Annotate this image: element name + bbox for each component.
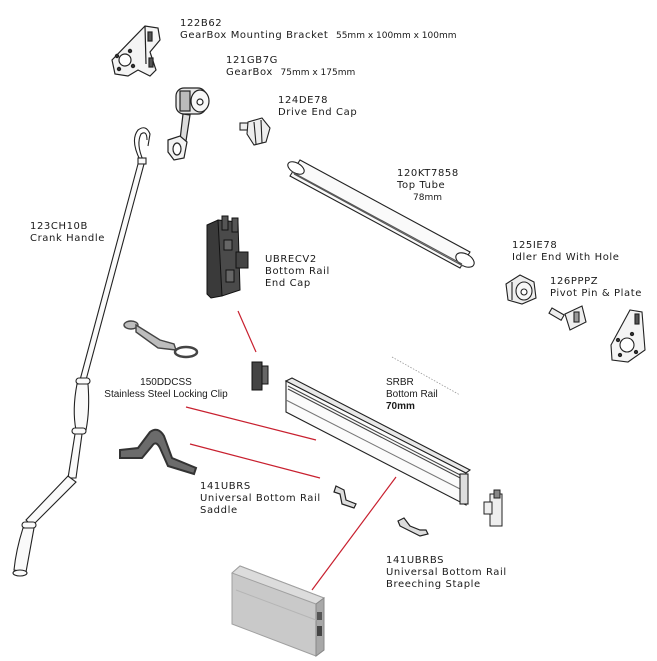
drive-end-cap-image <box>239 117 271 146</box>
idler-end-image <box>505 274 537 305</box>
label-126PPPZ: 126PPPZ Pivot Pin & Plate <box>550 276 642 300</box>
part-name: Drive End Cap <box>278 107 358 118</box>
gearbox-mounting-bracket-image <box>111 25 161 77</box>
rail-end-bracket-left-image <box>251 361 269 391</box>
bottom-rail-end-cap-image <box>206 215 249 299</box>
part-name: Universal Bottom Rail <box>386 567 507 578</box>
part-name-2: End Cap <box>265 278 311 289</box>
part-name-2: Saddle <box>200 505 238 516</box>
part-code: 125IE78 <box>512 240 558 251</box>
label-150DDCSS: 150DDCSS Stainless Steel Locking Clip <box>103 377 229 401</box>
label-124DE78: 124DE78 Drive End Cap <box>278 95 357 119</box>
label-122B62: 122B62 GearBox Mounting Bracket 55mm x 1… <box>180 18 456 42</box>
label-141UBRBS: 141UBRBS Universal Bottom Rail Breeching… <box>386 555 507 591</box>
part-name-2: Breeching Staple <box>386 579 481 590</box>
part-code: 141UBRBS <box>386 555 445 566</box>
label-141UBRS: 141UBRS Universal Bottom Rail Saddle <box>200 481 321 517</box>
srbr-leader-line <box>391 356 461 396</box>
part-code: 126PPPZ <box>550 276 599 287</box>
part-code: 122B62 <box>180 18 223 29</box>
label-123CH10B: 123CH10B Crank Handle <box>30 221 105 245</box>
label-125IE78: 125IE78 Idler End With Hole <box>512 240 620 264</box>
saddle-image <box>119 428 198 476</box>
rail-section-image <box>231 565 326 657</box>
part-code: 123CH10B <box>30 221 88 232</box>
part-code: 124DE78 <box>278 95 329 106</box>
part-name: Stainless Steel Locking Clip <box>104 389 228 400</box>
part-dims: 70mm <box>386 401 415 412</box>
part-name: GearBox Mounting Bracket 55mm x 100mm x … <box>180 30 457 41</box>
crank-handle-image <box>12 127 151 577</box>
part-name: Crank Handle <box>30 233 105 244</box>
label-121GB7G: 121GB7G GearBox 75mm x 175mm <box>226 55 355 79</box>
connector-endcap-to-bracket <box>237 310 257 353</box>
part-name: Top Tube <box>397 180 446 191</box>
part-name: Bottom Rail <box>386 389 438 400</box>
gearbox-image <box>167 87 210 161</box>
connector-locking-clip <box>185 406 317 441</box>
top-tube-image <box>287 159 475 269</box>
part-code: SRBR <box>386 377 414 388</box>
label-120KT7858: 120KT7858 Top Tube 78mm <box>397 168 459 204</box>
part-name: Pivot Pin & Plate <box>550 288 643 299</box>
part-dims: 78mm <box>413 193 442 203</box>
part-code: 141UBRS <box>200 481 251 492</box>
connector-lines <box>185 310 397 591</box>
breeching-staple-image <box>397 517 429 537</box>
part-code: UBRECV2 <box>265 254 317 265</box>
connector-rail-section <box>311 476 397 591</box>
part-code: 120KT7858 <box>397 168 459 179</box>
bottom-rail-image <box>284 377 472 506</box>
rail-end-bracket-right-image <box>483 489 503 527</box>
saddle-small-image <box>333 485 357 509</box>
part-code: 121GB7G <box>226 55 279 66</box>
part-name: Universal Bottom Rail <box>200 493 321 504</box>
part-name: Bottom Rail <box>265 266 330 277</box>
part-name: GearBox 75mm x 175mm <box>226 67 356 78</box>
label-UBRECV2: UBRECV2 Bottom Rail End Cap <box>265 254 330 290</box>
connector-saddle <box>189 443 321 479</box>
label-SRBR: SRBR Bottom Rail 70mm <box>386 377 438 413</box>
locking-clip-image <box>123 320 199 359</box>
part-code: 150DDCSS <box>140 377 192 388</box>
part-name: Idler End With Hole <box>512 252 620 263</box>
pivot-plate-image <box>610 309 646 363</box>
pivot-pin-image <box>548 305 587 331</box>
